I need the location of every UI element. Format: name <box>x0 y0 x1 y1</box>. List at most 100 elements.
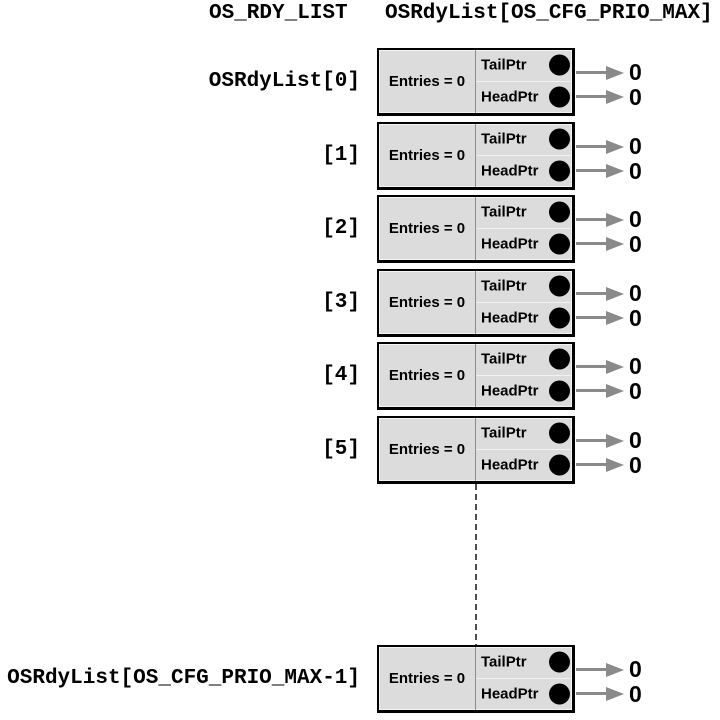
arrow-head <box>606 663 624 677</box>
ready-list-box: Entries = 0 TailPtr HeadPtr <box>377 645 575 713</box>
ready-list-box: Entries = 0 TailPtr HeadPtr <box>377 416 575 484</box>
arrow-head <box>606 90 624 104</box>
tail-pointer-arrow-icon <box>576 213 624 227</box>
arrow-shaft <box>576 668 608 671</box>
headptr-label: HeadPtr <box>481 685 539 703</box>
head-pointer-arrow-icon <box>576 90 624 104</box>
arrow-shaft <box>576 145 608 148</box>
tail-pointer-dot-icon <box>549 201 570 223</box>
arrow-shaft <box>576 463 608 466</box>
tail-pointer-dot-icon <box>549 348 570 370</box>
ready-list-row: [3] Entries = 0 TailPtr HeadPtr 0 0 <box>0 269 720 337</box>
arrow-shaft <box>576 316 608 319</box>
headptr-label: HeadPtr <box>481 88 539 106</box>
headptr-label: HeadPtr <box>481 382 539 400</box>
head-ptr-row: HeadPtr <box>476 156 572 188</box>
tail-pointer-value: 0 <box>629 206 642 232</box>
ready-list-box: Entries = 0 TailPtr HeadPtr <box>377 122 575 190</box>
ready-list-row: OSRdyList[OS_CFG_PRIO_MAX-1] Entries = 0… <box>0 645 720 713</box>
ready-list-box: Entries = 0 TailPtr HeadPtr <box>377 269 575 337</box>
arrow-shaft <box>576 242 608 245</box>
arrow-head <box>606 384 624 398</box>
tail-pointer-value: 0 <box>629 59 642 85</box>
tail-ptr-row: TailPtr <box>476 271 572 303</box>
head-pointer-value: 0 <box>629 84 642 110</box>
arrow-head <box>606 164 624 178</box>
head-pointer-dot-icon <box>549 307 570 329</box>
head-pointer-arrow-icon <box>576 311 624 325</box>
array-index-label: [4] <box>322 364 360 387</box>
head-pointer-dot-icon <box>549 683 570 705</box>
entries-count-label: Entries = 0 <box>388 294 466 311</box>
arrow-shaft <box>576 439 608 442</box>
head-pointer-dot-icon <box>549 454 570 476</box>
head-ptr-row: HeadPtr <box>476 82 572 114</box>
head-pointer-dot-icon <box>549 380 570 402</box>
ready-list-box: Entries = 0 TailPtr HeadPtr <box>377 342 575 410</box>
head-pointer-value: 0 <box>629 378 642 404</box>
tailptr-label: TailPtr <box>481 350 527 368</box>
tail-pointer-dot-icon <box>549 54 570 76</box>
head-ptr-row: HeadPtr <box>476 376 572 408</box>
tail-pointer-dot-icon <box>549 651 570 673</box>
tail-pointer-arrow-icon <box>576 287 624 301</box>
pointer-cell: TailPtr HeadPtr <box>475 50 572 113</box>
tailptr-label: TailPtr <box>481 653 527 671</box>
tail-ptr-row: TailPtr <box>476 418 572 450</box>
head-pointer-dot-icon <box>549 86 570 108</box>
arrow-head <box>606 140 624 154</box>
pointer-cell: TailPtr HeadPtr <box>475 418 572 481</box>
ready-list-row: OSRdyList[0] Entries = 0 TailPtr HeadPtr… <box>0 48 720 116</box>
headptr-label: HeadPtr <box>481 235 539 253</box>
head-pointer-arrow-icon <box>576 687 624 701</box>
arrow-head <box>606 687 624 701</box>
tail-pointer-arrow-icon <box>576 66 624 80</box>
head-ptr-row: HeadPtr <box>476 229 572 261</box>
headptr-label: HeadPtr <box>481 309 539 327</box>
arrow-shaft <box>576 71 608 74</box>
entries-count-label: Entries = 0 <box>388 73 466 90</box>
arrow-shaft <box>576 365 608 368</box>
tail-pointer-value: 0 <box>629 133 642 159</box>
tail-pointer-arrow-icon <box>576 360 624 374</box>
tailptr-label: TailPtr <box>481 424 527 442</box>
column-heading-array: OSRdyList[OS_CFG_PRIO_MAX] <box>385 2 713 25</box>
tail-pointer-arrow-icon <box>576 140 624 154</box>
head-pointer-value: 0 <box>629 452 642 478</box>
head-pointer-arrow-icon <box>576 384 624 398</box>
head-ptr-row: HeadPtr <box>476 679 572 711</box>
entries-count-label: Entries = 0 <box>388 367 466 384</box>
tail-pointer-arrow-icon <box>576 663 624 677</box>
head-pointer-value: 0 <box>629 305 642 331</box>
tail-ptr-row: TailPtr <box>476 344 572 376</box>
array-index-label: OSRdyList[OS_CFG_PRIO_MAX-1] <box>7 667 360 690</box>
head-pointer-arrow-icon <box>576 237 624 251</box>
pointer-cell: TailPtr HeadPtr <box>475 124 572 187</box>
arrow-head <box>606 458 624 472</box>
head-pointer-value: 0 <box>629 158 642 184</box>
tail-ptr-row: TailPtr <box>476 197 572 229</box>
tail-pointer-value: 0 <box>629 656 642 682</box>
arrow-shaft <box>576 95 608 98</box>
arrow-shaft <box>576 169 608 172</box>
array-index-label: [5] <box>322 438 360 461</box>
head-ptr-row: HeadPtr <box>476 450 572 482</box>
tailptr-label: TailPtr <box>481 130 527 148</box>
tail-pointer-dot-icon <box>549 128 570 150</box>
tailptr-label: TailPtr <box>481 56 527 74</box>
arrow-head <box>606 213 624 227</box>
head-pointer-dot-icon <box>549 160 570 182</box>
pointer-cell: TailPtr HeadPtr <box>475 271 572 334</box>
entries-count-label: Entries = 0 <box>388 147 466 164</box>
tail-pointer-arrow-icon <box>576 434 624 448</box>
arrow-head <box>606 311 624 325</box>
head-ptr-row: HeadPtr <box>476 303 572 335</box>
head-pointer-value: 0 <box>629 681 642 707</box>
arrow-head <box>606 66 624 80</box>
array-index-label: OSRdyList[0] <box>208 70 360 93</box>
arrow-shaft <box>576 218 608 221</box>
arrow-shaft <box>576 692 608 695</box>
tail-pointer-dot-icon <box>549 275 570 297</box>
ready-list-box: Entries = 0 TailPtr HeadPtr <box>377 48 575 116</box>
